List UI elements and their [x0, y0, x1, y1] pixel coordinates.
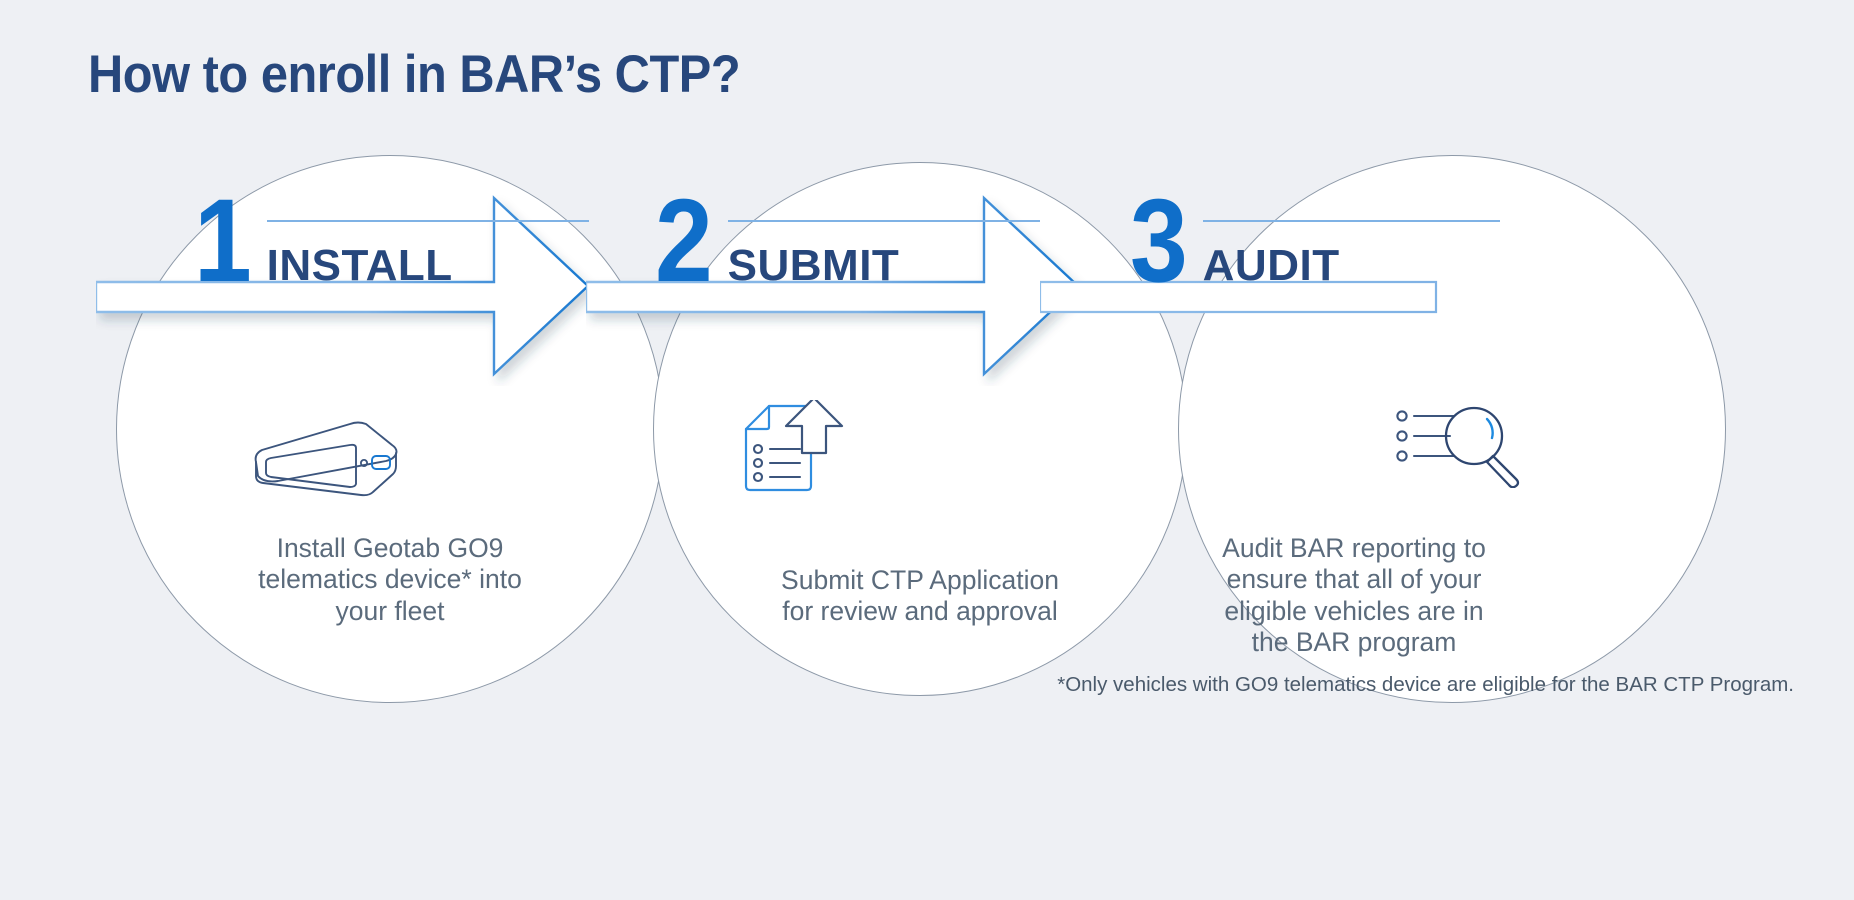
step-body-line: the BAR program [1251, 626, 1457, 657]
step-body-line: telematics device* into [258, 564, 522, 595]
step-label-2: SUBMIT [727, 240, 900, 290]
step-body-1: Install Geotab GO9 telematics device* in… [160, 533, 620, 627]
telematics-device-icon [254, 421, 398, 497]
step-body-line: Submit CTP Application [781, 565, 1059, 595]
document-upload-icon [744, 400, 844, 492]
step-label-1: INSTALL [266, 240, 453, 290]
step-label-3: AUDIT [1202, 240, 1340, 290]
step-rule-2 [727, 219, 1040, 222]
step-circle-3 [1178, 155, 1726, 703]
step-number-2: 2 [655, 175, 713, 307]
step-body-2: Submit CTP Application for review and ap… [610, 565, 1230, 628]
footnote-text: *Only vehicles with GO9 telematics devic… [1057, 673, 1794, 696]
step-header-3: 3 AUDIT [1130, 175, 1500, 307]
step-body-line: for review and approval [782, 596, 1058, 627]
step-body-line: ensure that all of your [1226, 564, 1482, 595]
step-body-3: Audit BAR reporting to ensure that all o… [1104, 533, 1604, 658]
step-header-1: 1 INSTALL [194, 175, 589, 307]
step-body-line: Install Geotab GO9 [276, 533, 504, 563]
step-number-3: 3 [1130, 175, 1188, 307]
step-number-1: 1 [194, 175, 252, 307]
page-title: How to enroll in BAR’s CTP? [88, 45, 741, 104]
step-rule-1 [266, 219, 589, 222]
magnifying-glass-list-icon [1396, 406, 1520, 488]
step-body-line: eligible vehicles are in [1224, 595, 1484, 626]
step-body-line: your fleet [335, 595, 445, 626]
step-rule-3 [1202, 219, 1500, 222]
step-header-2: 2 SUBMIT [655, 175, 1040, 307]
step-body-line: Audit BAR reporting to [1222, 533, 1486, 563]
